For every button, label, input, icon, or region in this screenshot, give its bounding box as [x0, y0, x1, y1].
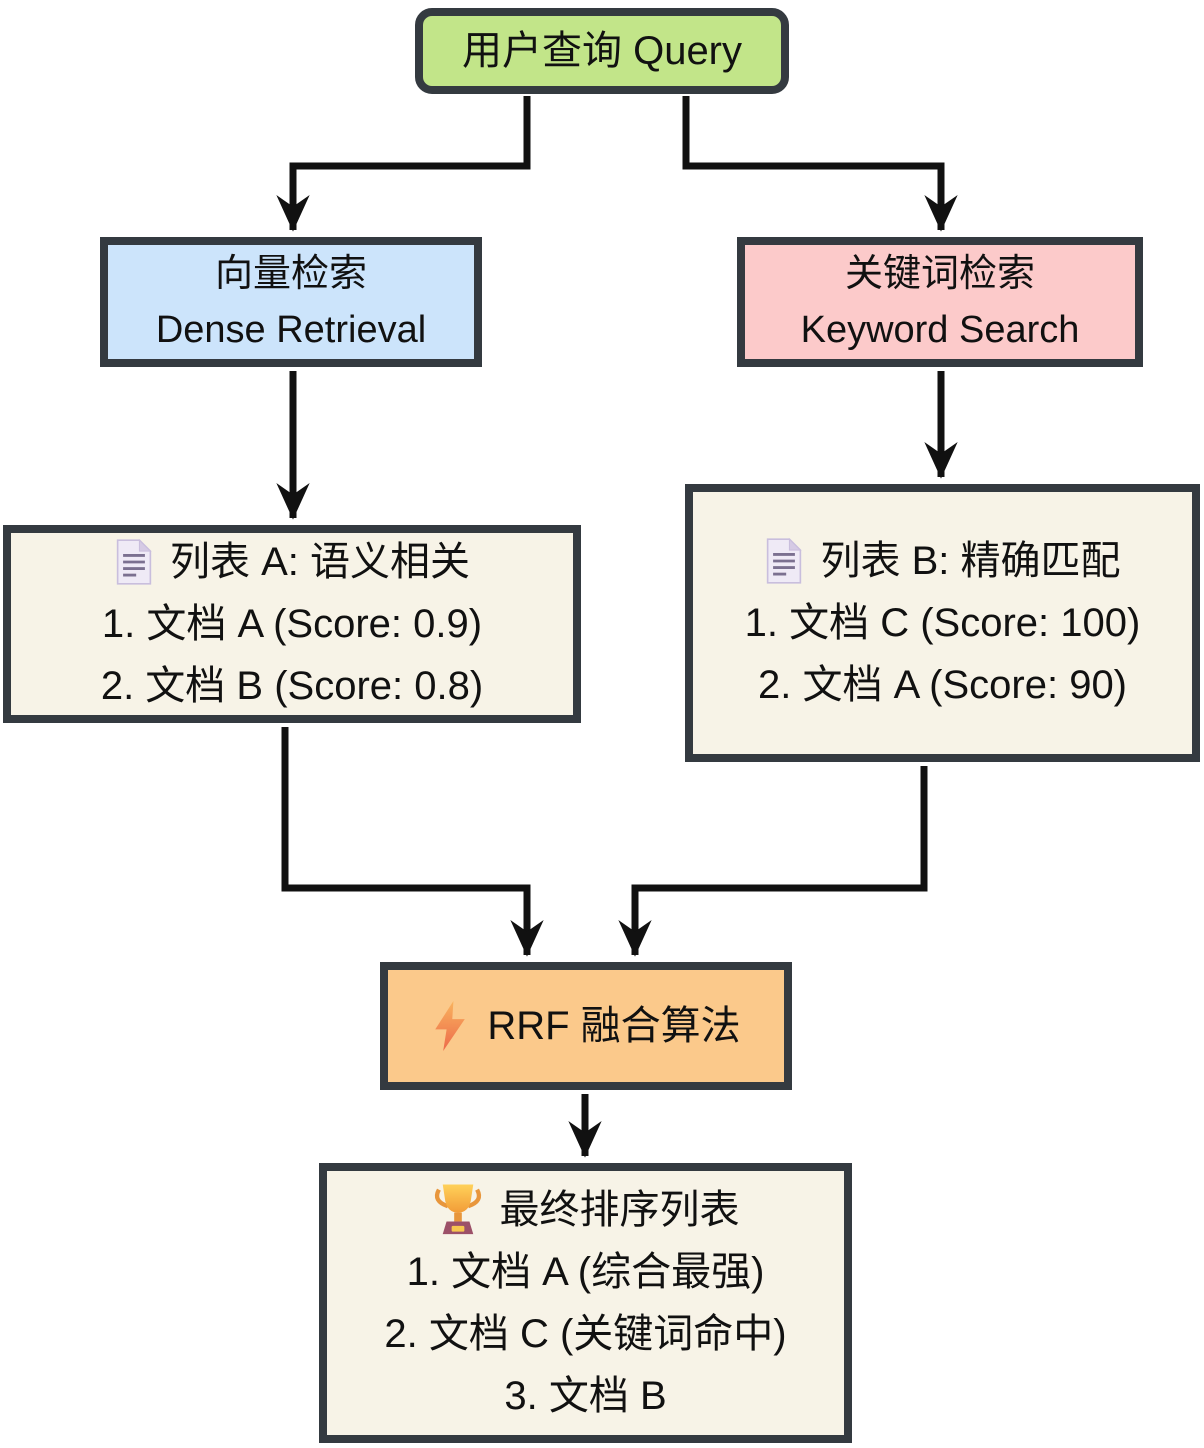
final-item: 1. 文档 A (综合最强): [406, 1250, 765, 1294]
page-icon: [116, 538, 152, 585]
edge-query-to-dense: [276, 96, 531, 232]
node-list-a: 列表 A: 语义相关 1. 文档 A (Score: 0.9) 2. 文档 B …: [3, 525, 581, 723]
final-item: 2. 文档 C (关键词命中): [384, 1312, 787, 1356]
lightning-icon: [435, 1001, 466, 1051]
list-a-title-row: 列表 A: 语义相关: [114, 531, 470, 593]
edge-query-to-keyword: [682, 96, 958, 232]
list-a-title: 列表 A: 语义相关: [169, 540, 471, 584]
final-title: 最终排序列表: [499, 1188, 740, 1232]
rrf-label: RRF 融合算法: [487, 1004, 741, 1048]
trophy-icon: [434, 1184, 481, 1235]
node-final-ranking: 最终排序列表 1. 文档 A (综合最强) 2. 文档 C (关键词命中) 3.…: [319, 1163, 852, 1443]
node-keyword-search: 关键词检索 Keyword Search: [737, 237, 1143, 367]
user-query-label: 用户查询 Query: [461, 29, 743, 73]
final-title-row: 最终排序列表: [432, 1179, 740, 1241]
list-a-item: 1. 文档 A (Score: 0.9): [101, 602, 483, 646]
list-b-title-row: 列表 B: 精确匹配: [764, 530, 1121, 592]
node-dense-retrieval: 向量检索 Dense Retrieval: [100, 237, 482, 367]
node-user-query: 用户查询 Query: [415, 8, 789, 94]
node-rrf-fusion: RRF 融合算法: [380, 962, 792, 1090]
list-b-item: 1. 文档 C (Score: 100): [744, 601, 1141, 645]
list-b-title: 列表 B: 精确匹配: [820, 539, 1121, 583]
edge-listb-to-rrf: [618, 766, 928, 957]
final-item: 3. 文档 B: [504, 1374, 667, 1418]
edge-lista-to-rrf: [281, 727, 544, 957]
node-list-b: 列表 B: 精确匹配 1. 文档 C (Score: 100) 2. 文档 A …: [685, 484, 1200, 762]
keyword-search-label-zh: 关键词检索: [844, 253, 1035, 295]
list-a-item: 2. 文档 B (Score: 0.8): [100, 664, 484, 708]
dense-retrieval-label-en: Dense Retrieval: [155, 309, 427, 351]
list-b-item: 2. 文档 A (Score: 90): [757, 663, 1128, 707]
keyword-search-label-en: Keyword Search: [800, 309, 1080, 351]
dense-retrieval-label-zh: 向量检索: [214, 253, 367, 295]
page-icon: [767, 537, 803, 584]
